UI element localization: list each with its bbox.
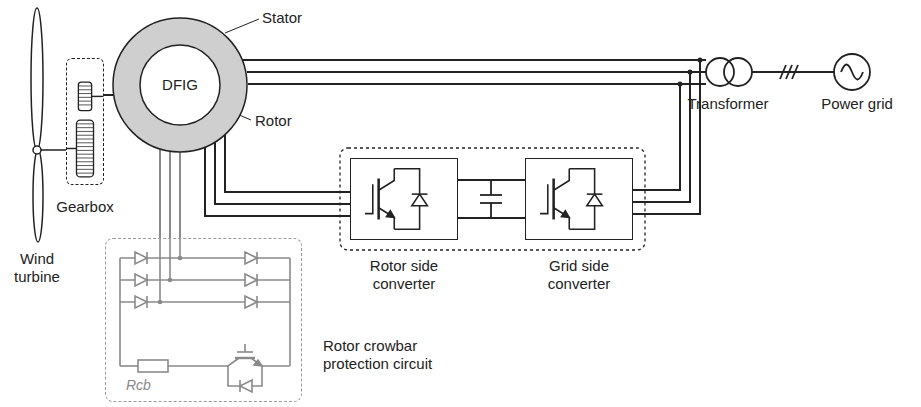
junction-dots-part: [678, 82, 683, 87]
grid-line: [752, 65, 834, 79]
crowbar-circuit-part-part: [178, 256, 183, 261]
wire-line: [458, 217, 525, 219]
power-grid-symbol-part: [834, 54, 870, 90]
gearbox-box-outline: [67, 59, 103, 184]
wind-turbine-part: [33, 150, 43, 242]
crowbar-circuit: [120, 238, 290, 392]
grid-line-part: [780, 65, 786, 79]
wire-line: [169, 151, 171, 238]
node-text: DFIG: [162, 76, 198, 94]
transformer-symbol: [706, 58, 752, 86]
transformer-symbol-part: [724, 58, 752, 86]
dfig-machine: DFIG: [112, 17, 248, 153]
converter-box-outline: [526, 159, 632, 239]
grid-side-lines-part: [633, 60, 700, 214]
crowbar-circuit-part-part: [135, 252, 147, 264]
crowbar-circuit-part: [168, 358, 239, 366]
gearbox-box: Gearbox: [66, 58, 104, 185]
wire-line: [179, 152, 181, 238]
crowbar-circuit-part-part: [158, 300, 163, 305]
part-label: Transformer: [686, 95, 770, 113]
wire-line: [104, 94, 114, 96]
converter-box-outline: [351, 159, 457, 239]
wire-line: [225, 135, 350, 192]
wire-line: [159, 149, 161, 238]
dc-link-capacitor-part: [490, 180, 492, 195]
wire-line: [205, 147, 350, 216]
part-label: Stator: [262, 9, 302, 27]
stator-lines-part: [247, 71, 706, 73]
crowbar-circuit-part-part: [168, 278, 173, 283]
crowbar-circuit-part: [289, 258, 291, 366]
crowbar-circuit-part-part: [245, 252, 257, 264]
dc-link-capacitor-part: [480, 194, 502, 196]
part-label: Rotor: [255, 112, 292, 130]
wire-connector: [205, 135, 350, 216]
grid-line-part: [752, 71, 834, 73]
dc-link-capacitor-part: [490, 203, 492, 218]
grid-side-lines-part: [633, 84, 680, 190]
wire-line: [215, 142, 350, 204]
part-label: Wind turbine: [2, 250, 72, 286]
crowbar-circuit-part: [119, 258, 121, 366]
resistor-label: Rcb: [126, 377, 151, 394]
wire-connector: [458, 180, 525, 218]
power-grid-symbol: [834, 54, 870, 90]
leader-lines-part: [225, 19, 259, 33]
junction-dots: [678, 58, 703, 87]
crowbar-circuit-part: [169, 238, 171, 280]
node-text: Grid side converter: [523, 257, 635, 293]
crowbar-circuit-part: [256, 252, 258, 264]
stator-lines-part: [248, 83, 706, 85]
crowbar-circuit-part: [251, 358, 290, 366]
crowbar-circuit-part: [120, 365, 138, 367]
grid-side-lines: [633, 60, 700, 214]
crowbar-circuit-part: [138, 360, 168, 372]
node-text: Rotor side converter: [348, 257, 460, 293]
node-text: Rotor crowbar protection circuit: [323, 337, 463, 373]
node-text: Gearbox: [45, 198, 125, 216]
grid-line-part: [792, 65, 798, 79]
junction-dots-part: [688, 70, 693, 75]
dc-link-capacitor: [480, 180, 502, 218]
crowbar-circuit-part: [256, 296, 258, 308]
crowbar-circuit-part: [146, 252, 148, 264]
grid-line-part: [786, 65, 792, 79]
crowbar-circuit-part: [135, 252, 257, 308]
crowbar-circuit-part: [228, 366, 240, 386]
crowbar-circuit-part-part: [135, 296, 147, 308]
wire-connector: [104, 95, 114, 96]
grid-side-lines-part: [633, 72, 690, 202]
power-grid-symbol-part: [841, 65, 863, 80]
junction-dots-part: [698, 58, 703, 63]
transformer-symbol-part: [706, 58, 734, 86]
crowbar-circuit-part: [252, 366, 262, 386]
converter-box: Grid side converter: [525, 158, 633, 240]
crowbar-circuit-part: [146, 296, 148, 308]
part-label: Power grid: [814, 95, 900, 113]
stator-lines: [243, 60, 706, 84]
crowbar-circuit-part-part: [245, 296, 257, 308]
wind-turbine-part: [41, 149, 66, 151]
crowbar-circuit-part: [239, 380, 241, 392]
crowbar-circuit-part: [254, 360, 262, 366]
crowbar-circuit-part: [179, 238, 181, 258]
converter-group-outline-part: [340, 148, 645, 250]
crowbar-circuit-part: [256, 274, 258, 286]
crowbar-circuit-part-part: [245, 274, 257, 286]
converter-group-outline: [340, 148, 645, 250]
crowbar-circuit-part: [146, 274, 148, 286]
wire-connector: [160, 149, 180, 238]
crowbar-circuit-part: [159, 238, 161, 302]
crowbar-circuit-part: [158, 256, 183, 305]
stator-lines-part: [243, 59, 706, 61]
crowbar-circuit-part: [240, 380, 252, 392]
converter-box: Rotor side converter: [350, 158, 458, 240]
crowbar-circuit-part-part: [135, 274, 147, 286]
crowbar-circuit-part: [244, 344, 246, 352]
wind-turbine-part: [31, 8, 43, 150]
wire-line: [458, 179, 525, 181]
wind-turbine-part: [33, 146, 41, 154]
